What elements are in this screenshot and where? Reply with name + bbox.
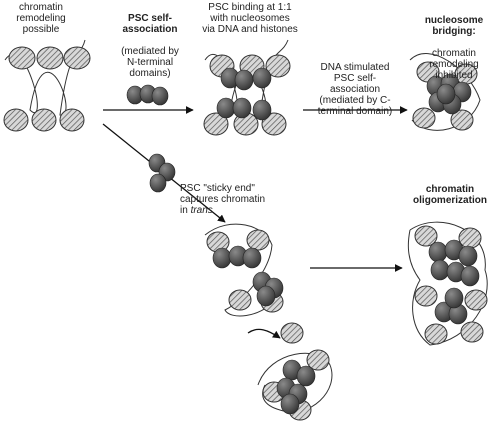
chromatin-bridged	[409, 53, 481, 131]
chromatin-captured	[257, 322, 333, 421]
label-bridging-body: chromatin remodeling inhibited	[429, 48, 479, 81]
label-psc-self-body: (mediated by N-terminal domains)	[121, 46, 179, 79]
psc-dimer-free	[126, 84, 169, 106]
chromatin-fiber-1	[3, 39, 91, 132]
label-trans: trans	[190, 205, 213, 216]
label-nucleosome-bridging: nucleosome bridging: chromatin remodelin…	[410, 4, 498, 81]
chromatin-oligomer	[407, 221, 488, 346]
arrows	[102, 106, 408, 339]
label-psc-self-title: PSC self- association	[122, 13, 178, 35]
label-oligomerization: chromatin oligomerization	[413, 184, 487, 206]
chromatin-sticky-end	[204, 223, 284, 317]
label-dna-stimulated: DNA stimulated PSC self- association (me…	[317, 62, 393, 117]
label-psc-self-association: PSC self- association (mediated by N-ter…	[100, 2, 200, 79]
label-sticky-end-text: PSC "sticky end" captures chromatin in	[180, 183, 266, 216]
arrow-capture-curve	[247, 328, 281, 339]
label-sticky-end: PSC "sticky end" captures chromatin in t…	[180, 183, 290, 216]
label-psc-binding: PSC binding at 1:1 with nucleosomes via …	[202, 2, 298, 35]
psc-trimer-free	[148, 153, 176, 193]
chromatin-psc-bound	[203, 39, 291, 136]
label-chromatin-remodeling: chromatin remodeling possible	[16, 2, 66, 35]
label-bridging-title: nucleosome bridging:	[424, 15, 484, 37]
